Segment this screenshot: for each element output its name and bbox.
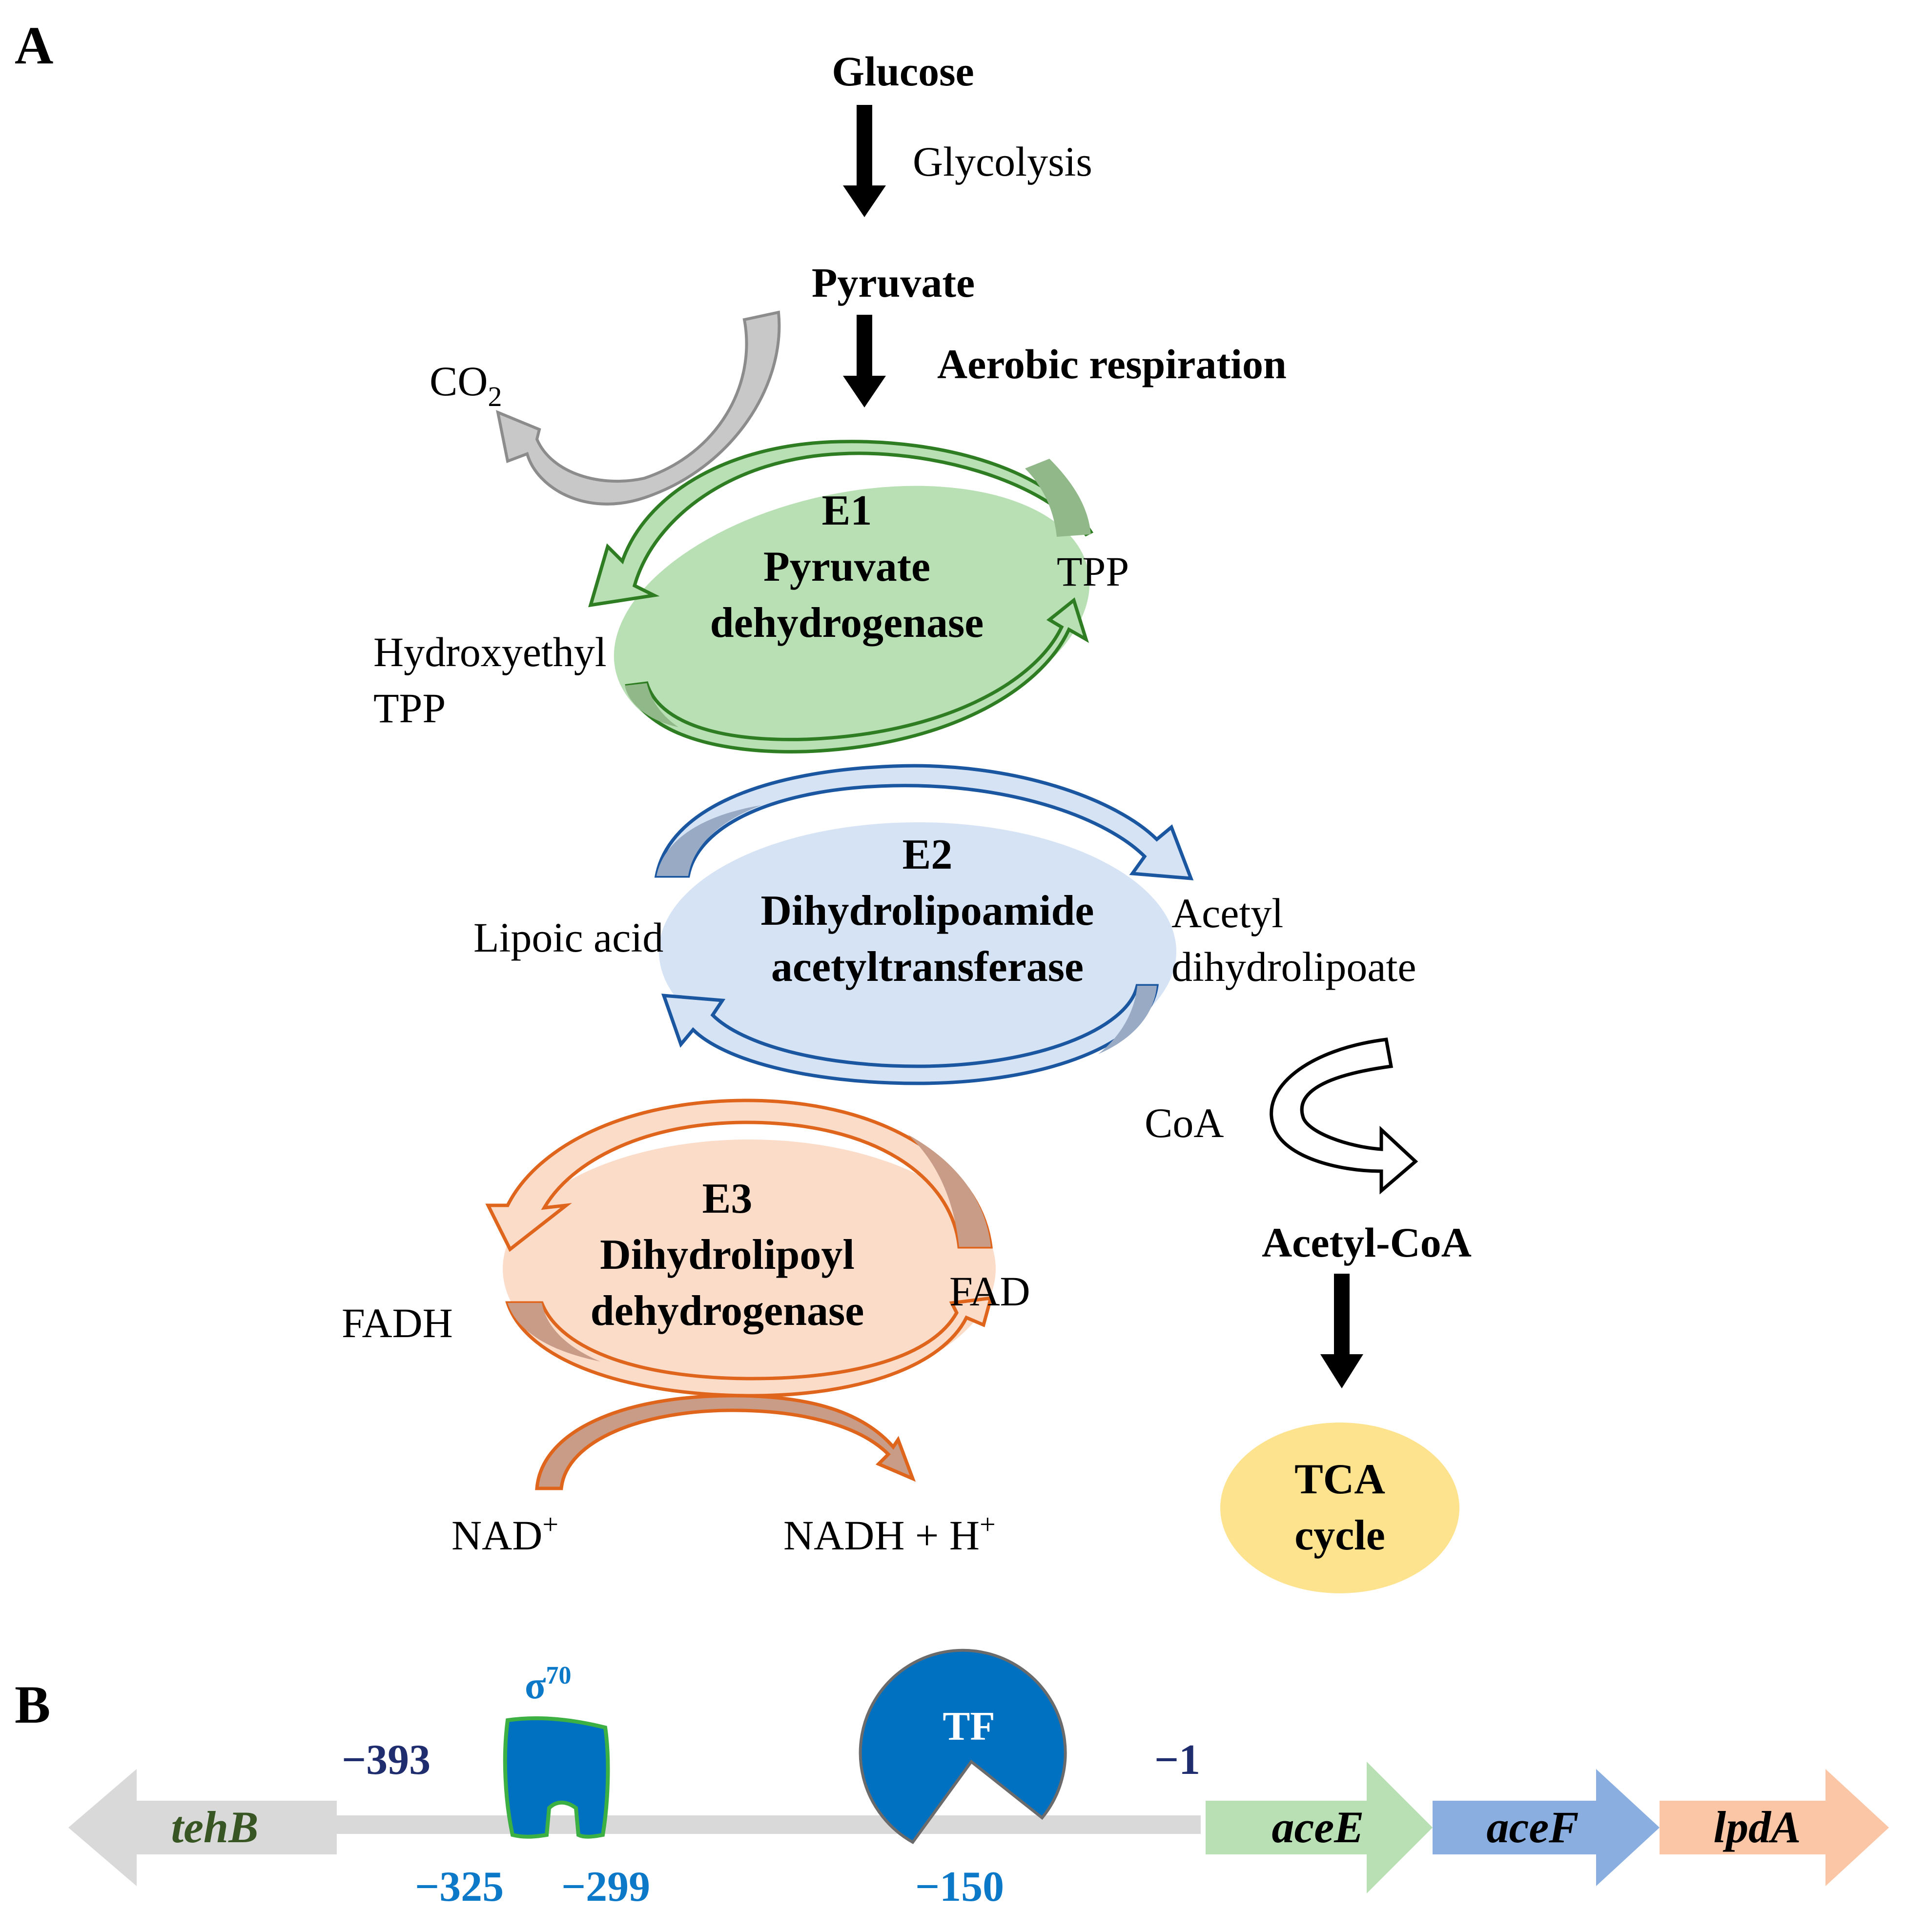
e3-bottom-arrow: [505, 1296, 993, 1398]
nadh-label: NADH + H+: [783, 1508, 996, 1559]
e3-top-arrow: [485, 1098, 993, 1252]
e1-name-line1: Pyruvate: [763, 543, 930, 590]
coa-label: CoA: [1145, 1099, 1224, 1146]
tca-label-line2: cycle: [1294, 1512, 1385, 1559]
glycolysis-arrow: [843, 105, 886, 217]
position-299: −299: [561, 1863, 650, 1911]
tf-label: TF: [943, 1704, 995, 1749]
glycolysis-label: Glycolysis: [913, 138, 1092, 185]
e1-id: E1: [822, 487, 872, 534]
aerobic-respiration-label: Aerobic respiration: [937, 341, 1287, 387]
lpdA-gene-arrow: [1660, 1769, 1889, 1886]
hydroxyethyl-label-line2: TPP: [373, 685, 446, 732]
e2-id: E2: [902, 831, 953, 878]
nadh-superscript: +: [980, 1508, 996, 1540]
aceF-gene-arrow: [1433, 1769, 1660, 1886]
e2-name-line2: acetyltransferase: [771, 943, 1084, 991]
e1-bottom-arrow: [625, 597, 1089, 753]
e2-top-arrow: [654, 764, 1194, 880]
e3-ellipse: [503, 1139, 996, 1398]
glucose-label: Glucose: [832, 48, 974, 95]
position-150: −150: [915, 1863, 1004, 1911]
co2-arrow: [495, 310, 781, 506]
nad-arrow: [535, 1394, 916, 1490]
sigma-superscript: 70: [546, 1662, 572, 1689]
coa-arrow: [1270, 1037, 1418, 1195]
sigma70-label: σ70: [525, 1662, 572, 1707]
tca-cycle-ellipse: [1220, 1423, 1459, 1593]
e2-ellipse: [659, 822, 1176, 1081]
e3-id: E3: [702, 1175, 753, 1222]
aceF-label: aceF: [1486, 1802, 1579, 1852]
nad-main: NAD: [451, 1512, 542, 1559]
position-393: −393: [342, 1736, 431, 1784]
fad-label: FAD: [949, 1268, 1030, 1315]
e3-name-line2: dehydrogenase: [591, 1287, 864, 1335]
tf-protein: [859, 1648, 1067, 1844]
tehB-gene-arrow: [68, 1769, 337, 1886]
tpp-label: TPP: [1057, 548, 1129, 595]
co2-main: CO: [430, 358, 488, 405]
co2-label: CO2: [430, 358, 502, 412]
pyruvate-label: Pyruvate: [812, 259, 975, 306]
nad-superscript: +: [542, 1508, 558, 1540]
nad-label: NAD+: [451, 1508, 558, 1559]
panel-a-label: A: [15, 16, 53, 75]
position-325: −325: [415, 1863, 504, 1911]
e1-ellipse: [614, 486, 1090, 754]
aceE-label: aceE: [1271, 1802, 1364, 1852]
position-1: −1: [1154, 1736, 1200, 1784]
e2-bottom-arrow: [661, 984, 1159, 1085]
panel-b-label: B: [15, 1675, 50, 1734]
sigma-main: σ: [525, 1664, 546, 1707]
fadh-label: FADH: [342, 1300, 453, 1346]
e1-top-arrow: [588, 440, 1094, 608]
hydroxyethyl-label-line1: Hydroxyethyl: [373, 629, 607, 675]
e2-name-line1: Dihydrolipoamide: [761, 887, 1094, 935]
sigma70-protein: [503, 1716, 610, 1839]
tca-label-line1: TCA: [1294, 1456, 1385, 1503]
nadh-main: NADH + H: [783, 1512, 980, 1559]
aceE-gene-arrow: [1206, 1762, 1433, 1893]
e1-name-line2: dehydrogenase: [710, 599, 984, 647]
tca-arrow: [1320, 1274, 1363, 1388]
lipoic-acid-label: Lipoic acid: [473, 914, 663, 961]
e3-name-line1: Dihydrolipoyl: [600, 1231, 855, 1279]
co2-subscript: 2: [488, 381, 502, 412]
tehB-label: tehB: [171, 1802, 259, 1852]
promoter-dna-line: [337, 1815, 1201, 1834]
lpdA-label: lpdA: [1714, 1802, 1801, 1852]
acetyl-dihydrolipoate-line2: dihydrolipoate: [1171, 943, 1416, 990]
aerobic-respiration-arrow: [843, 315, 886, 407]
acetyl-dihydrolipoate-line1: Acetyl: [1171, 890, 1283, 936]
acetyl-coa-label: Acetyl-CoA: [1262, 1219, 1472, 1266]
